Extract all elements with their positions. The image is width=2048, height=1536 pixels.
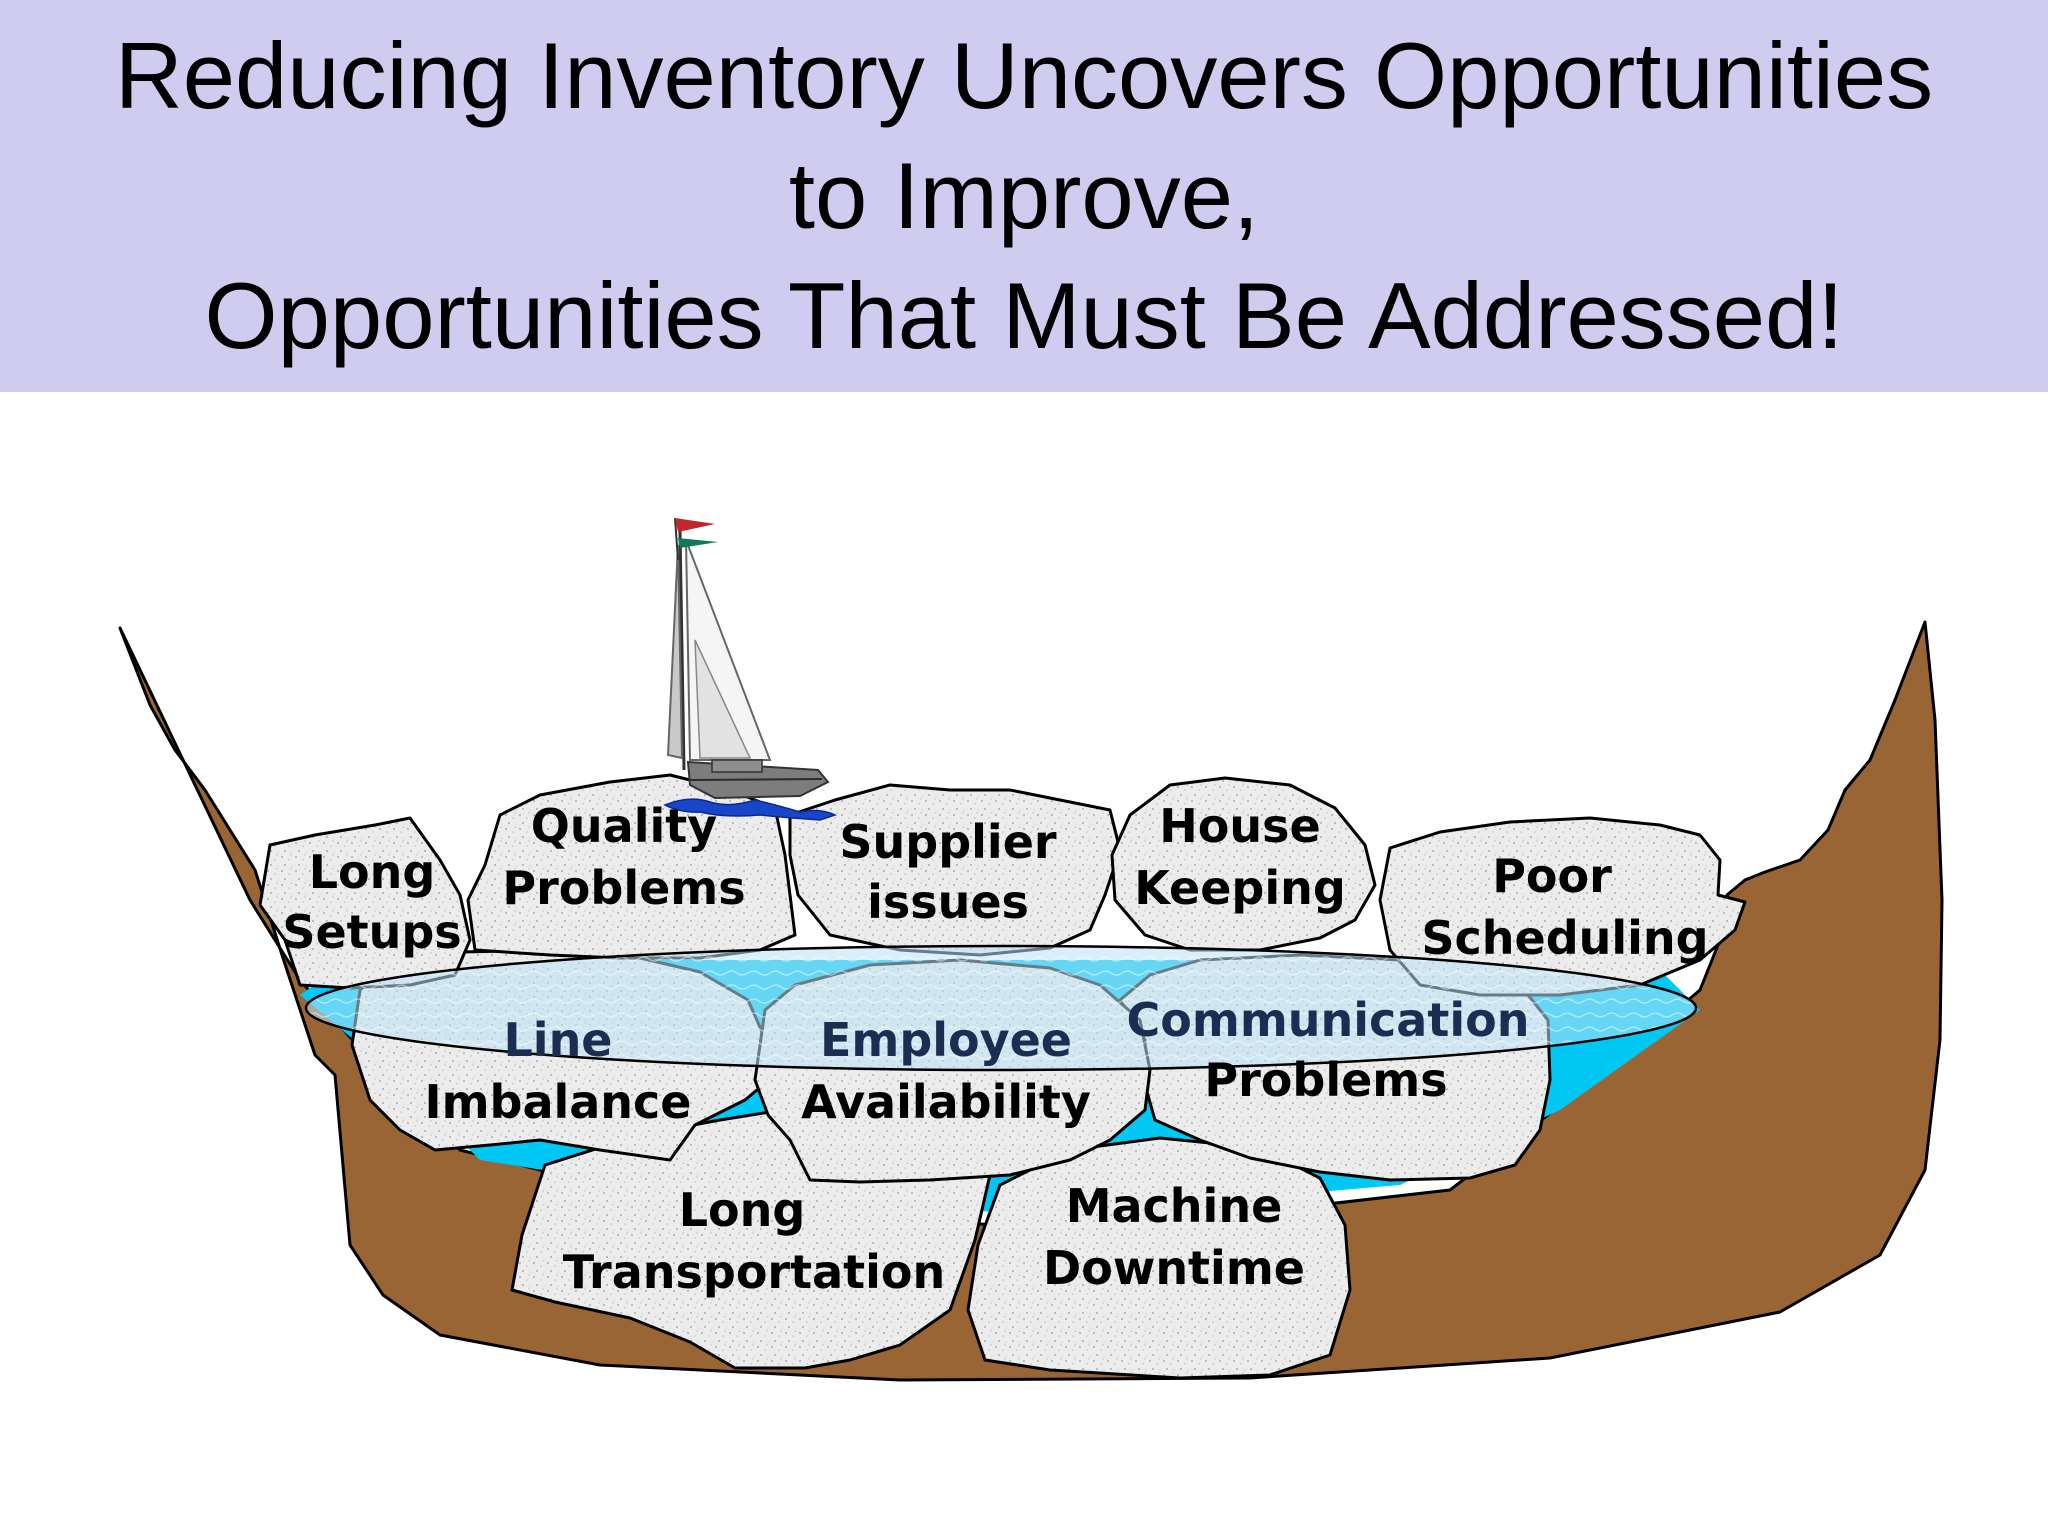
label-employee-availability-2: Availability	[801, 1075, 1091, 1129]
rock-long-setups	[258, 816, 472, 990]
title-line-2: to Improve,	[788, 143, 1260, 248]
label-quality-problems: Quality	[531, 799, 717, 853]
label-supplier-issues-2: issues	[867, 875, 1029, 929]
label-long-transportation: Long	[679, 1183, 806, 1237]
rock-machine-downtime	[966, 1136, 1352, 1380]
pennant-flag-icon	[674, 517, 718, 561]
label-communication-problems: Communication	[1127, 993, 1530, 1047]
label-poor-scheduling-2: Scheduling	[1421, 911, 1708, 965]
inventory-river-diagram: Long Setups Quality Problems Supplier is…	[118, 517, 1944, 1382]
label-long-setups-2: Setups	[282, 905, 461, 959]
label-quality-problems-2: Problems	[502, 861, 745, 915]
label-house-keeping-2: Keeping	[1134, 861, 1346, 915]
sailboat-icon	[666, 529, 830, 800]
label-house-keeping: House	[1159, 799, 1320, 853]
title-line-3: Opportunities That Must Be Addressed!	[204, 263, 1844, 368]
label-employee-availability: Employee	[820, 1013, 1072, 1067]
label-line-imbalance: Line	[503, 1013, 612, 1067]
label-machine-downtime: Machine	[1066, 1179, 1283, 1233]
rock-quality-problems	[466, 773, 797, 960]
title-band: Reducing Inventory Uncovers Opportunitie…	[0, 0, 2048, 392]
label-long-transportation-2: Transportation	[563, 1245, 946, 1299]
label-supplier-issues: Supplier	[839, 815, 1056, 869]
label-poor-scheduling: Poor	[1492, 849, 1612, 903]
label-long-setups: Long	[309, 845, 436, 899]
inventory-water-surface	[304, 944, 1698, 1072]
title-line-1: Reducing Inventory Uncovers Opportunitie…	[114, 23, 1934, 128]
rock-supplier-issues	[788, 783, 1122, 957]
label-machine-downtime-2: Downtime	[1043, 1241, 1305, 1295]
rock-house-keeping	[1110, 776, 1377, 952]
label-communication-problems-2: Problems	[1204, 1053, 1447, 1107]
boat-splash	[663, 798, 838, 821]
label-line-imbalance-2: Imbalance	[424, 1075, 691, 1129]
